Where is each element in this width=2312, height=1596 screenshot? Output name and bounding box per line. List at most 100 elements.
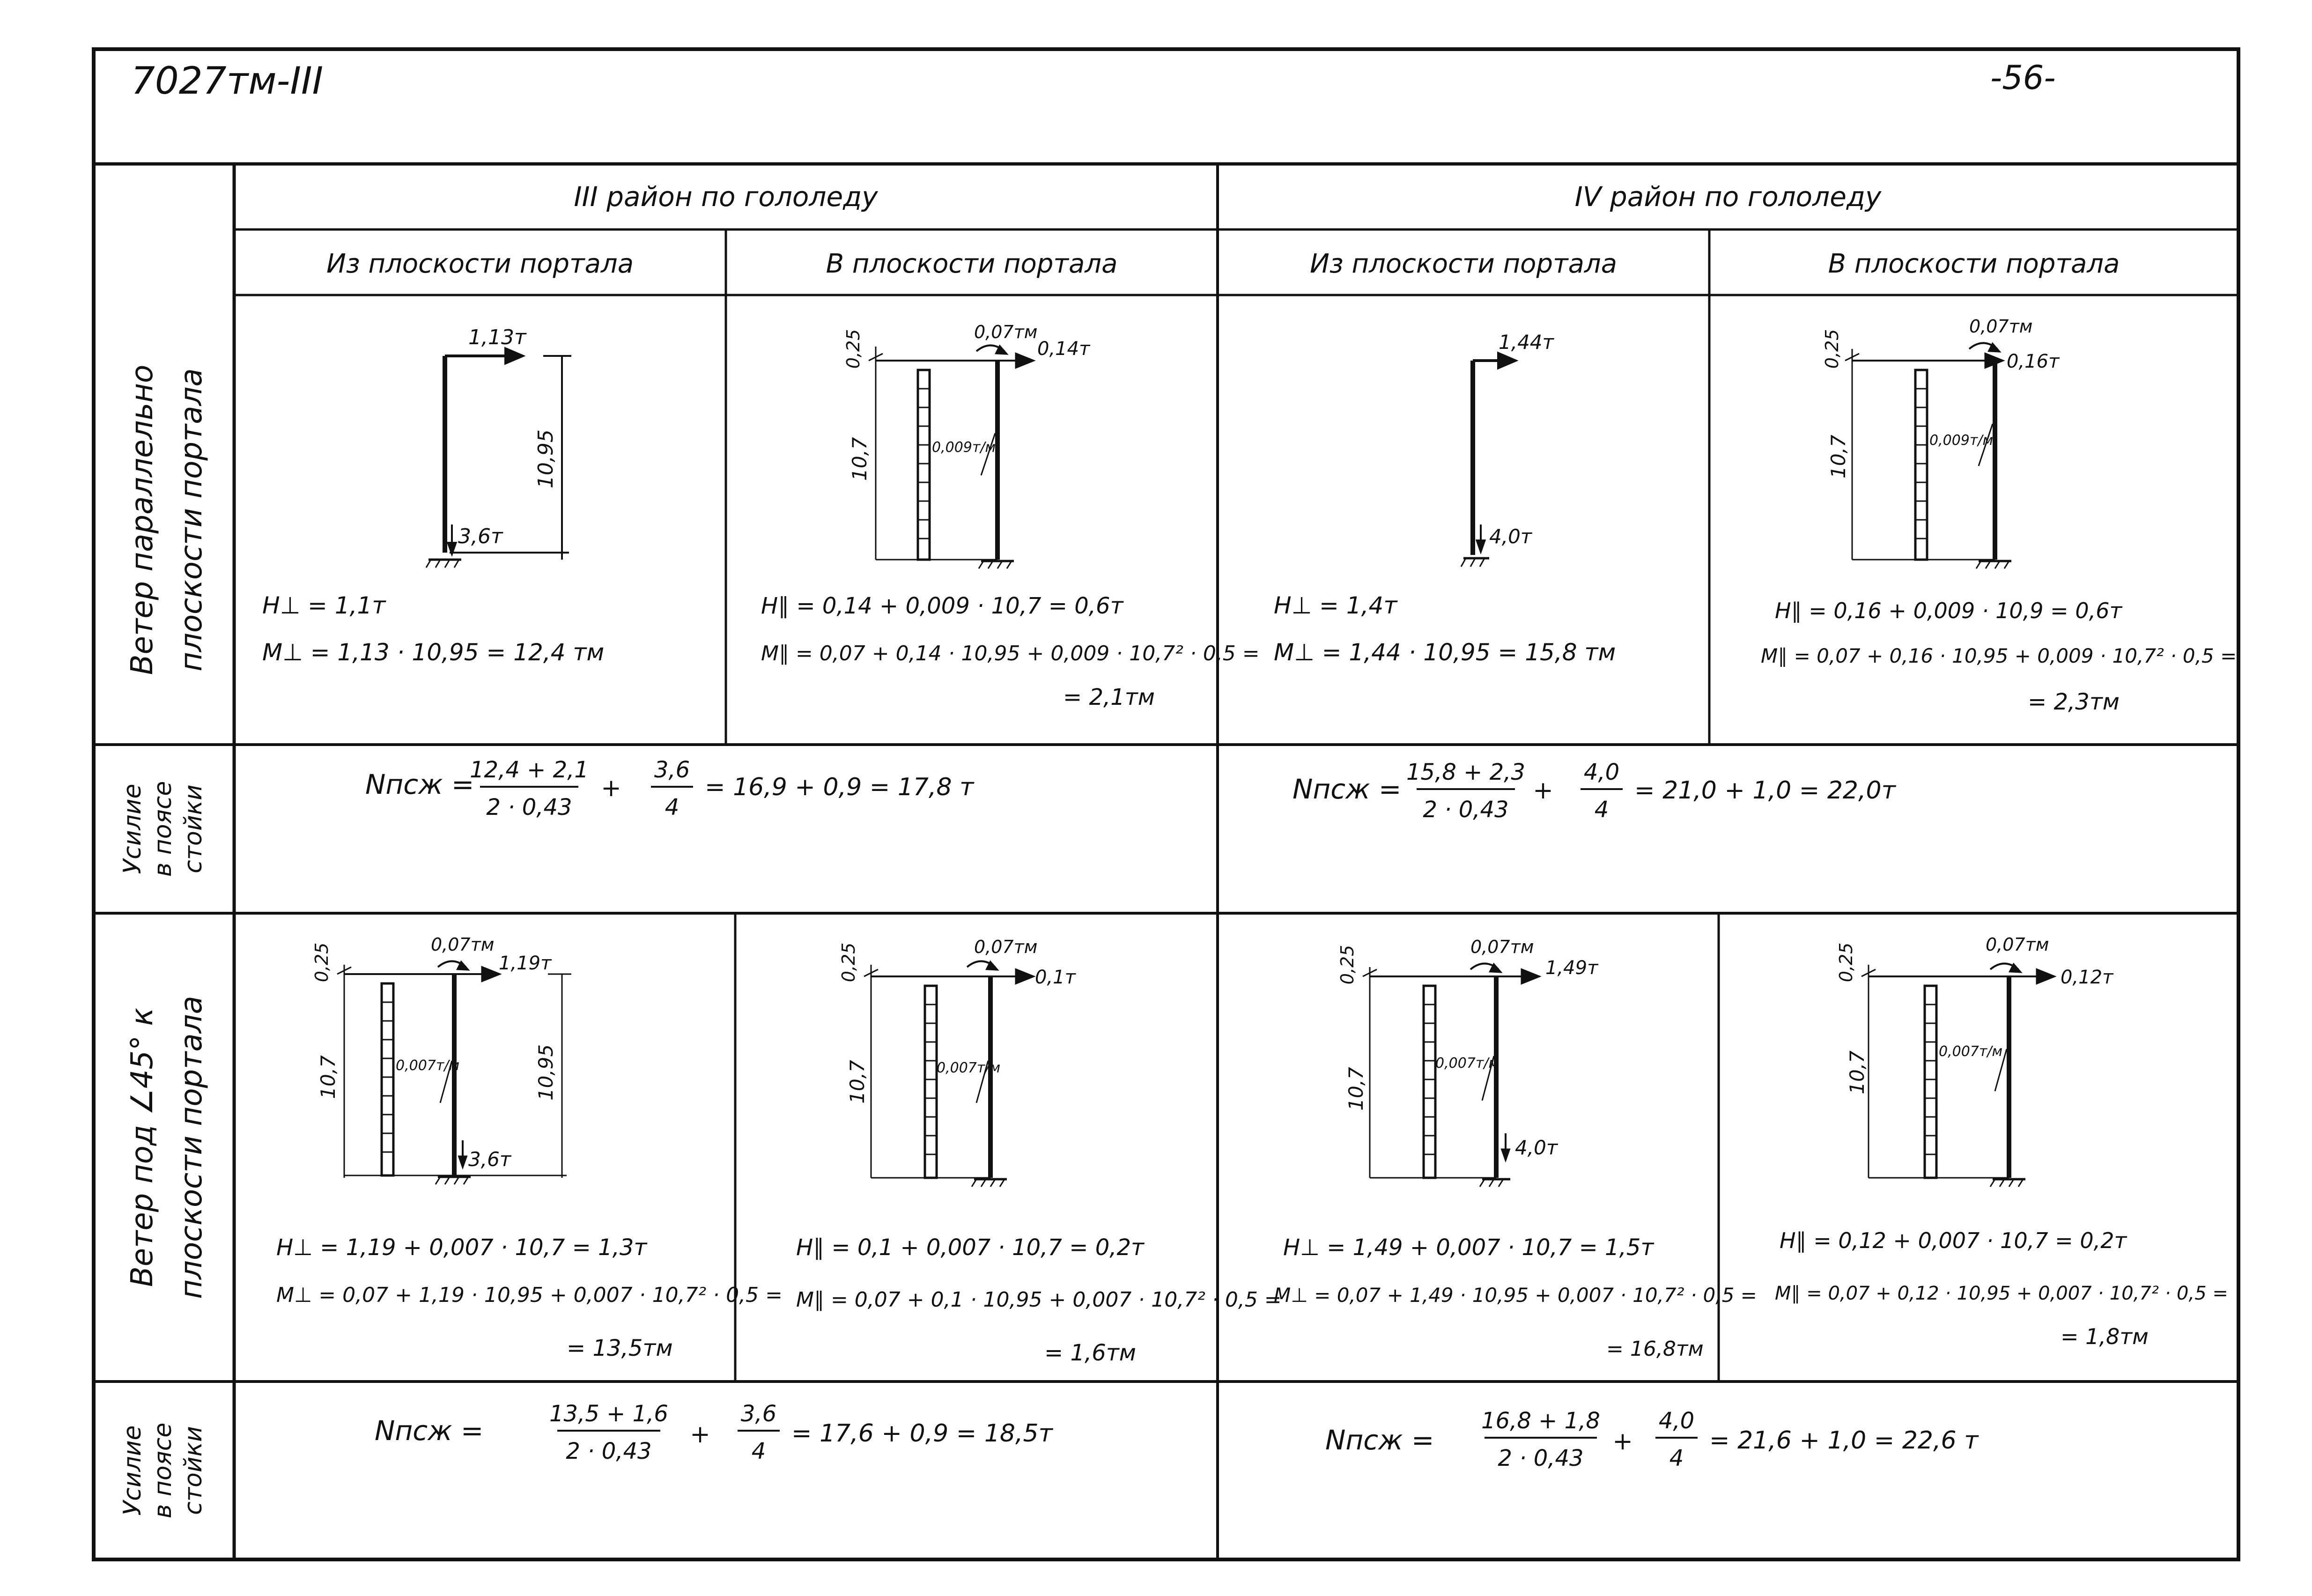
svg-text:+: + xyxy=(601,774,621,802)
r1c2-formula-h: H∥ = 0,14 + 0,009 · 10,7 = 0,6т xyxy=(761,593,1124,619)
force-formula-1-iii: Nпсж = 12,4 + 2,1 2 · 0,43 + 3,6 4 = 16,… xyxy=(365,757,975,820)
svg-text:Nпсж =: Nпсж = xyxy=(375,1415,483,1447)
svg-text:= 21,0 + 1,0 = 22,0т: = 21,0 + 1,0 = 22,0т xyxy=(1634,776,1897,805)
r1c4-dist-load: 0,009т/м xyxy=(1929,432,1993,449)
r2c1-height: 10,7 xyxy=(317,1055,340,1099)
r1c4-formula-m-result: = 2,3тм xyxy=(2028,689,2120,715)
r1c1-load-bottom: 3,6т xyxy=(458,525,503,548)
svg-text:Ветер под ∠45° к: Ветер под ∠45° к xyxy=(125,1008,160,1287)
r2c2-formula-m-result: = 1,6тм xyxy=(1044,1340,1136,1366)
svg-text:= 17,6 + 0,9 = 18,5т: = 17,6 + 0,9 = 18,5т xyxy=(791,1419,1054,1448)
r2c3-dist-load: 0,007т/м xyxy=(1435,1055,1499,1071)
r2c4-formula-m-result: = 1,8тм xyxy=(2061,1324,2149,1349)
r2c3-moment: 0,07тм xyxy=(1470,937,1534,957)
row-label-wind-parallel: Ветер параллельно плоскости портала xyxy=(125,365,209,675)
svg-text:плоскости портала: плоскости портала xyxy=(174,368,209,672)
svg-text:4: 4 xyxy=(665,794,680,820)
r2c2-formula-m: M∥ = 0,07 + 0,1 · 10,95 + 0,007 · 10,7² … xyxy=(796,1288,1282,1312)
svg-text:стойки: стойки xyxy=(179,784,207,873)
svg-text:Усилие: Усилие xyxy=(118,1425,147,1515)
svg-text:Усилие: Усилие xyxy=(118,783,147,874)
svg-text:Ветер параллельно: Ветер параллельно xyxy=(125,365,160,675)
r2c2-dist-load: 0,007т/м xyxy=(937,1060,1000,1076)
diagram-r1-c1 xyxy=(425,347,571,568)
r1c1-formula-h: H⊥ = 1,1т xyxy=(262,592,386,619)
svg-text:2 · 0,43: 2 · 0,43 xyxy=(1423,797,1508,823)
force-formula-2-iv: Nпсж = 16,8 + 1,8 2 · 0,43 + 4,0 4 = 21,… xyxy=(1325,1408,1979,1471)
svg-text:= 16,9 + 0,9 = 17,8 т: = 16,9 + 0,9 = 17,8 т xyxy=(705,773,975,801)
r2c4-top-offset: 0,25 xyxy=(1836,943,1856,983)
r1c4-formula-m: M∥ = 0,07 + 0,16 · 10,95 + 0,009 · 10,7²… xyxy=(1761,644,2237,667)
sub-header-in-plane-iv: В плоскости портала xyxy=(1828,249,2120,279)
r2c1-formula-h: H⊥ = 1,19 + 0,007 · 10,7 = 1,3т xyxy=(276,1234,648,1261)
svg-text:2 · 0,43: 2 · 0,43 xyxy=(486,794,572,820)
r2c2-top-offset: 0,25 xyxy=(838,943,859,983)
svg-text:+: + xyxy=(690,1420,710,1448)
r1c4-top-offset: 0,25 xyxy=(1822,329,1842,369)
page-number: -56- xyxy=(1990,59,2056,97)
r2c1-dist-load: 0,007т/м xyxy=(396,1057,459,1074)
row-label-force-2: Усилие в поясе стойки xyxy=(118,1423,207,1519)
r1c4-load-top: 0,16т xyxy=(2007,351,2060,372)
r1c2-formula-m: M∥ = 0,07 + 0,14 · 10,95 + 0,009 · 10,7²… xyxy=(761,642,1260,665)
r2c3-formula-m: M⊥ = 0,07 + 1,49 · 10,95 + 0,007 · 10,7²… xyxy=(1274,1284,1757,1307)
r1c1-load-top: 1,13т xyxy=(468,325,527,349)
r2c3-height: 10,7 xyxy=(1344,1067,1367,1111)
r2c3-formula-m-result: = 16,8тм xyxy=(1606,1337,1704,1361)
svg-text:16,8 + 1,8: 16,8 + 1,8 xyxy=(1481,1408,1600,1434)
r1c3-formula-h: H⊥ = 1,4т xyxy=(1274,592,1398,619)
r1c4-height: 10,7 xyxy=(1827,435,1850,479)
svg-text:4: 4 xyxy=(1595,797,1609,823)
r1c1-formula-m: M⊥ = 1,13 · 10,95 = 12,4 тм xyxy=(262,639,604,666)
r1c2-load-top: 0,14т xyxy=(1037,338,1091,360)
r2c4-load-top: 0,12т xyxy=(2061,967,2114,988)
r2c1-formula-m-result: = 13,5тм xyxy=(567,1335,673,1361)
row-label-force-1: Усилие в поясе стойки xyxy=(118,781,207,877)
r1c4-formula-h: H∥ = 0,16 + 0,009 · 10,9 = 0,6т xyxy=(1775,598,2123,623)
r1c2-dist-load: 0,009т/м xyxy=(932,439,996,456)
r1c3-load-bottom: 4,0т xyxy=(1489,525,1533,548)
r2c1-load-bottom: 3,6т xyxy=(468,1148,512,1171)
svg-text:2 · 0,43: 2 · 0,43 xyxy=(566,1438,651,1464)
diagram-r1-c2 xyxy=(868,344,1036,569)
svg-text:3,6: 3,6 xyxy=(654,757,690,783)
r1c2-moment: 0,07тм xyxy=(974,322,1037,342)
r2c1-height-right: 10,95 xyxy=(534,1044,557,1101)
r2c3-top-offset: 0,25 xyxy=(1337,945,1358,985)
row-label-wind-45: Ветер под ∠45° к плоскости портала xyxy=(125,996,209,1299)
svg-text:4: 4 xyxy=(752,1438,766,1464)
svg-text:стойки: стойки xyxy=(179,1426,207,1515)
svg-text:Nпсж =: Nпсж = xyxy=(365,768,474,800)
svg-text:13,5 + 1,6: 13,5 + 1,6 xyxy=(549,1401,668,1427)
r2c1-load-top: 1,19т xyxy=(499,953,552,974)
svg-text:Nпсж =: Nпсж = xyxy=(1293,773,1401,805)
r2c2-formula-h: H∥ = 0,1 + 0,007 · 10,7 = 0,2т xyxy=(796,1234,1145,1261)
region-header-iv: IV район по гололеду xyxy=(1575,181,1882,213)
table-grid xyxy=(92,47,2240,1561)
r1c2-top-offset: 0,25 xyxy=(843,329,864,369)
diagram-r2-c2 xyxy=(864,960,1036,1187)
r1c1-height: 10,95 xyxy=(534,429,558,488)
r2c2-height: 10,7 xyxy=(846,1060,869,1104)
r1c3-load-top: 1,44т xyxy=(1499,331,1555,354)
svg-text:4: 4 xyxy=(1669,1445,1684,1471)
r2c4-formula-h: H∥ = 0,12 + 0,007 · 10,7 = 0,2т xyxy=(1780,1228,2127,1253)
diagram-r2-c1 xyxy=(337,960,571,1185)
r2c3-load-bottom: 4,0т xyxy=(1515,1136,1559,1159)
r2c4-moment: 0,07тм xyxy=(1986,934,2049,955)
r1c3-formula-m: M⊥ = 1,44 · 10,95 = 15,8 тм xyxy=(1274,639,1616,666)
svg-text:= 21,6 + 1,0 = 22,6 т: = 21,6 + 1,0 = 22,6 т xyxy=(1709,1426,1979,1455)
sub-header-in-plane-iii: В плоскости портала xyxy=(826,249,1118,279)
r1c2-height: 10,7 xyxy=(848,437,871,481)
r2c3-load-top: 1,49т xyxy=(1545,957,1599,979)
r2c1-formula-m: M⊥ = 0,07 + 1,19 · 10,95 + 0,007 · 10,7²… xyxy=(276,1283,783,1307)
r2c4-height: 10,7 xyxy=(1846,1050,1869,1094)
diagram-r2-c3 xyxy=(1362,962,1542,1187)
svg-text:в поясе: в поясе xyxy=(149,781,177,877)
svg-text:плоскости портала: плоскости портала xyxy=(174,996,209,1299)
r2c4-dist-load: 0,007т/м xyxy=(1939,1043,2002,1060)
svg-text:3,6: 3,6 xyxy=(741,1401,776,1427)
svg-text:2 · 0,43: 2 · 0,43 xyxy=(1498,1445,1583,1471)
diagram-r1-c3 xyxy=(1460,351,1519,567)
